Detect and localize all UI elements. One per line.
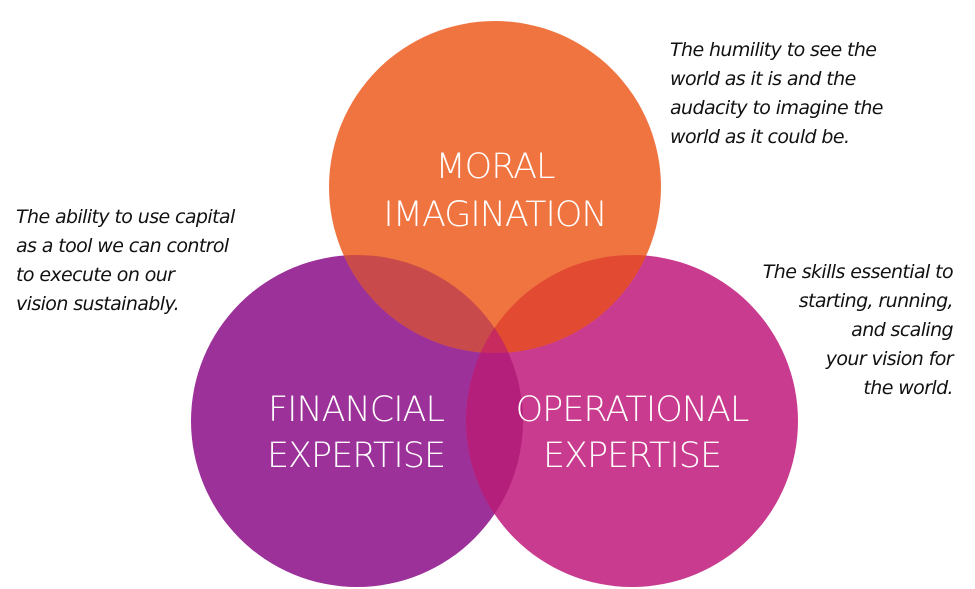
operational-note-line: the world. [863,377,953,399]
moral-label-line2: IMAGINATION [383,195,606,235]
operational-label-line2: EXPERTISE [543,436,721,476]
operational-note-line: your vision for [825,348,954,370]
financial-note-line: as a tool we can control [16,235,229,257]
moral-financial-overlap [329,255,523,353]
financial-note-line: to execute on our [16,264,175,286]
operational-note-line: and scaling [851,319,953,341]
moral-note-line: The humility to see the [670,39,877,61]
operational-note-line: The skills essential to [762,261,954,283]
operational-note-line: starting, running, [798,290,954,312]
financial-note-line: The ability to use capital [16,206,235,228]
moral-label-line1: MORAL [435,147,555,187]
financial-note-line: vision sustainably. [16,293,180,315]
operational-label-line1: OPERATIONAL [516,390,749,430]
financial-label-line1: FINANCIAL [268,390,444,430]
operational-expertise-description: The skills essential to starting, runnin… [762,258,954,403]
moral-imagination-description: The humility to see the world as it is a… [670,36,883,152]
moral-note-line: audacity to imagine the [670,97,883,119]
moral-operational-overlap [466,255,661,353]
financial-label-line2: EXPERTISE [267,436,445,476]
moral-note-line: world as it could be. [670,126,850,148]
moral-note-line: world as it is and the [670,68,856,90]
financial-expertise-description: The ability to use capital as a tool we … [16,203,235,319]
